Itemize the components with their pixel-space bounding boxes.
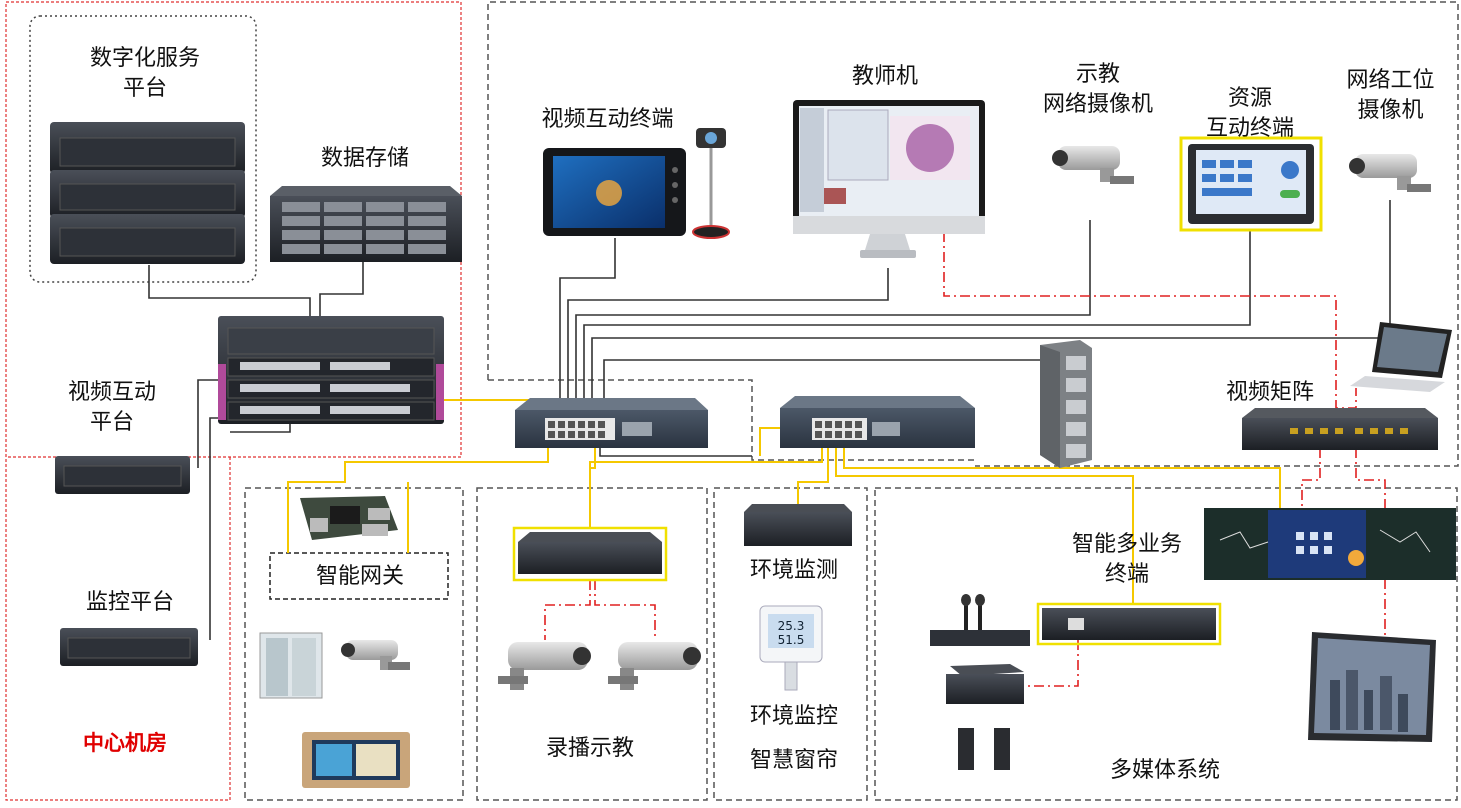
control-panel-icon (302, 732, 410, 788)
label-recording: 录播示教 (545, 736, 634, 761)
gateway-camera-icon (341, 640, 410, 670)
label-smart-gateway: 智能网关 (315, 564, 404, 589)
multimedia-zone (874, 487, 1458, 801)
access-switch-1 (515, 398, 708, 448)
label-smart-curtain: 智慧窗帘 (749, 748, 838, 773)
svg-text:25.3: 25.3 (778, 619, 805, 633)
label-multi-terminal: 智能多业务 终端 (1071, 532, 1182, 587)
smart-gateway-label-box (269, 552, 449, 600)
classroom-zone (487, 1, 1459, 467)
label-multimedia: 多媒体系统 (1109, 758, 1220, 783)
yellow-links (287, 399, 1281, 605)
multi-service-terminal (1036, 602, 1222, 646)
label-env-monitor: 环境监测 (749, 558, 838, 583)
resource-terminal-panel (1179, 136, 1323, 232)
gateway-zone (244, 487, 464, 801)
recording-zone (476, 487, 708, 801)
recording-camera-right (608, 642, 701, 690)
thermo-hygrometer-icon: 25.3 51.5 (759, 605, 823, 691)
large-display-screen (1308, 632, 1436, 742)
access-switch-2 (780, 396, 975, 448)
label-digital-platform: 数字化服务 平台 (89, 46, 200, 101)
environment-monitor-device (744, 504, 852, 546)
digital-platform-servers (50, 122, 245, 264)
label-teacher-pc: 教师机 (851, 64, 918, 89)
data-storage-array (270, 186, 462, 262)
label-data-storage: 数据存储 (320, 146, 409, 171)
speaker-left (958, 728, 974, 770)
teacher-pc-monitor (793, 100, 985, 258)
demo-camera-icon (1052, 146, 1134, 184)
audio-processor (946, 664, 1024, 704)
environment-zone (713, 487, 868, 801)
label-resource-terminal: 资源 互动终端 (1205, 86, 1294, 141)
digital-platform-box (29, 15, 257, 283)
label-center-room: 中心机房 (83, 731, 167, 755)
label-video-terminal: 视频互动终端 (541, 107, 674, 132)
video-platform-server (55, 456, 190, 494)
speaker-right (994, 728, 1010, 770)
smart-blackboard (1204, 508, 1456, 580)
gateway-board-icon (300, 496, 398, 540)
switch-zone (488, 379, 975, 461)
label-video-matrix: 视频矩阵 (1225, 380, 1314, 405)
monitor-platform-server (60, 628, 198, 666)
recording-camera-left (498, 642, 591, 690)
video-matrix-device (1242, 408, 1438, 450)
label-monitor-platform: 监控平台 (85, 590, 174, 615)
svg-text:51.5: 51.5 (778, 633, 805, 647)
glass-door-icon (259, 632, 323, 699)
webcam-icon (692, 128, 730, 239)
wireless-mic-receiver (930, 594, 1030, 646)
core-switch (218, 316, 444, 424)
label-video-platform: 视频互动 平台 (67, 380, 156, 435)
label-demo-camera: 示教 网络摄像机 (1042, 62, 1153, 117)
cabinet-icon (1040, 340, 1092, 468)
label-env-control: 环境监控 (749, 704, 838, 729)
recording-host (512, 526, 668, 582)
workstation-camera-icon (1349, 154, 1431, 192)
laptop-icon (1350, 322, 1452, 392)
label-workstation-camera: 网络工位 摄像机 (1346, 68, 1435, 123)
center-room-zone-ext (5, 457, 231, 801)
video-terminal-tablet (543, 148, 686, 236)
